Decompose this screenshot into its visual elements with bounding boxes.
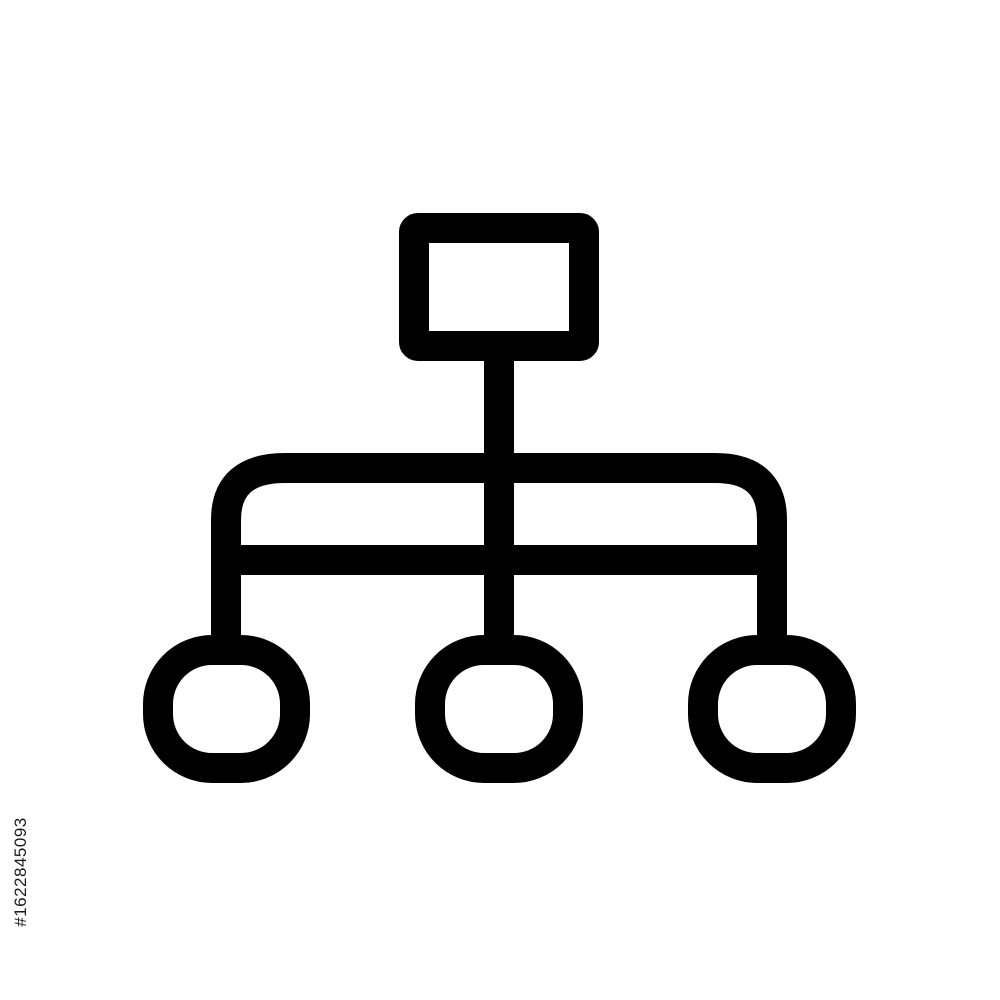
child-node-right: [688, 635, 856, 783]
top-node-box: [399, 213, 599, 361]
child-node-center: [415, 635, 583, 783]
stock-id-label: #1622845093: [6, 752, 36, 992]
stock-id-text: #1622845093: [11, 817, 31, 927]
branch-bracket: [211, 453, 787, 661]
child-node-left: [143, 635, 310, 783]
